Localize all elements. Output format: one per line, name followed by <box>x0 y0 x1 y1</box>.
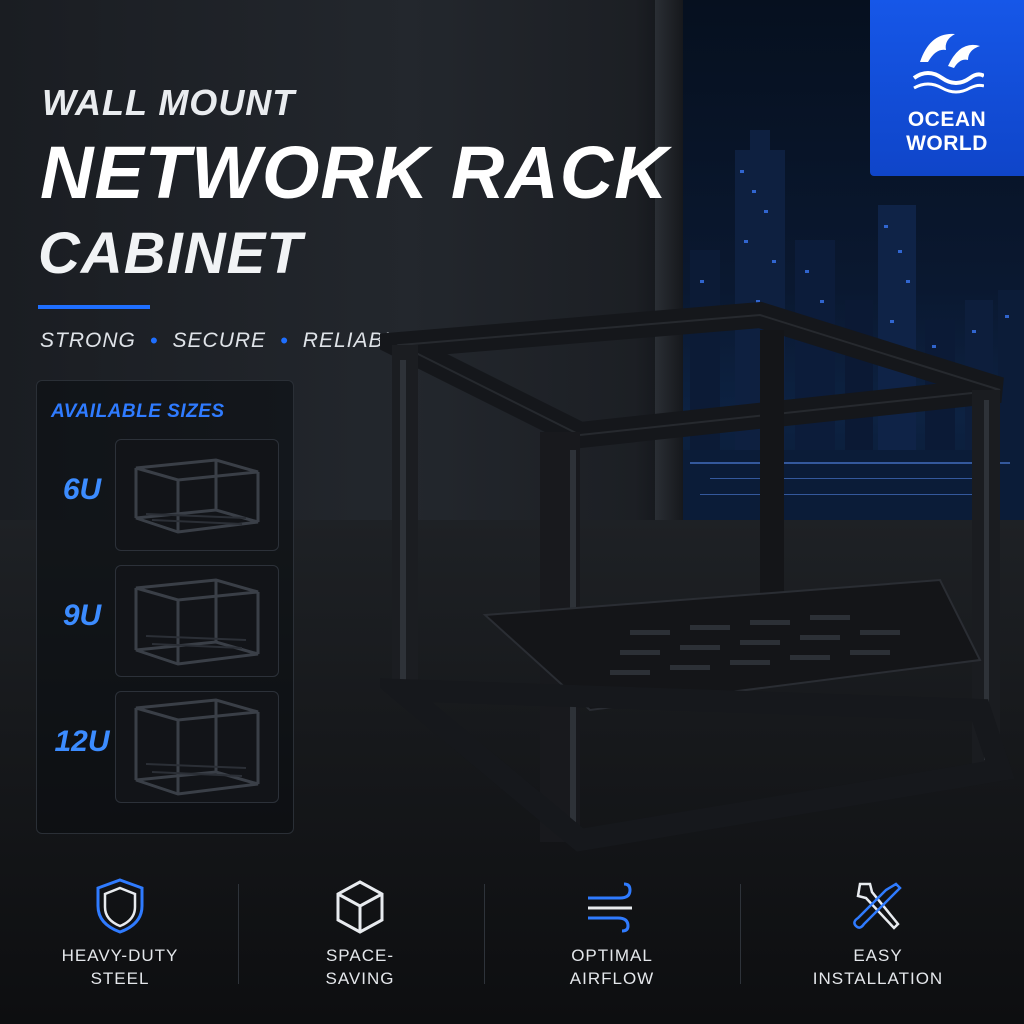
title-line-2: NETWORK RACK <box>40 131 669 214</box>
feature-label-line-2: AIRFLOW <box>569 969 655 988</box>
airflow-icon <box>588 882 632 933</box>
title-line-3: CABINET <box>38 221 303 286</box>
feature-label: EASY INSTALLATION <box>778 944 978 990</box>
shield-icon <box>96 878 144 934</box>
title-line-1: WALL MOUNT <box>42 82 296 123</box>
available-sizes-panel: AVAILABLE SIZES 6U 9U <box>36 380 294 834</box>
feature-heavy-duty-steel: HEAVY-DUTY STEEL <box>20 862 220 1002</box>
size-option-9u[interactable]: 9U <box>37 565 293 677</box>
feature-divider <box>238 884 239 984</box>
feature-label-line-2: STEEL <box>90 969 150 988</box>
size-thumbnail-6u <box>115 439 279 551</box>
feature-divider <box>484 884 485 984</box>
size-label: 6U <box>62 473 102 506</box>
size-label: 9U <box>62 599 102 632</box>
feature-label: OPTIMAL AIRFLOW <box>512 944 712 990</box>
feature-label-line-1: OPTIMAL <box>571 946 653 965</box>
available-sizes-heading: AVAILABLE SIZES <box>51 401 225 422</box>
feature-label-line-2: INSTALLATION <box>812 969 944 988</box>
size-option-6u[interactable]: 6U <box>37 439 293 551</box>
ocean-world-logo: OCEAN WORLD <box>870 0 1024 176</box>
feature-label: HEAVY-DUTY STEEL <box>20 944 220 990</box>
tagline-item-secure: SECURE <box>172 329 267 352</box>
feature-label: SPACE- SAVING <box>260 944 460 990</box>
size-thumbnail-9u <box>115 565 279 677</box>
feature-label-line-2: SAVING <box>325 969 395 988</box>
size-option-12u[interactable]: 12U <box>37 691 293 803</box>
bullet-icon: • <box>280 328 289 353</box>
tagline: STRONG • SECURE • RELIABLE <box>40 328 411 354</box>
tagline-item-strong: STRONG <box>40 329 136 352</box>
logo-text-line-2: WORLD <box>906 132 988 155</box>
network-rack-image <box>380 301 1015 852</box>
tools-icon <box>853 882 902 930</box>
logo-text-line-1: OCEAN <box>907 108 987 131</box>
title-accent-line <box>38 305 150 309</box>
feature-optimal-airflow: OPTIMAL AIRFLOW <box>512 862 712 1002</box>
feature-label-line-1: SPACE- <box>325 946 395 965</box>
logo-text: OCEAN WORLD <box>870 108 1024 156</box>
feature-easy-installation: EASY INSTALLATION <box>778 862 978 1002</box>
feature-space-saving: SPACE- SAVING <box>260 862 460 1002</box>
size-thumbnail-12u <box>115 691 279 803</box>
feature-label-line-1: EASY <box>853 946 903 965</box>
size-label: 12U <box>54 725 110 758</box>
feature-divider <box>740 884 741 984</box>
bullet-icon: • <box>149 328 159 353</box>
feature-label-line-1: HEAVY-DUTY <box>61 946 179 965</box>
cube-icon <box>336 880 384 934</box>
features-bar: HEAVY-DUTY STEEL SPACE- SAVING OPTIMAL A… <box>0 862 1024 1024</box>
